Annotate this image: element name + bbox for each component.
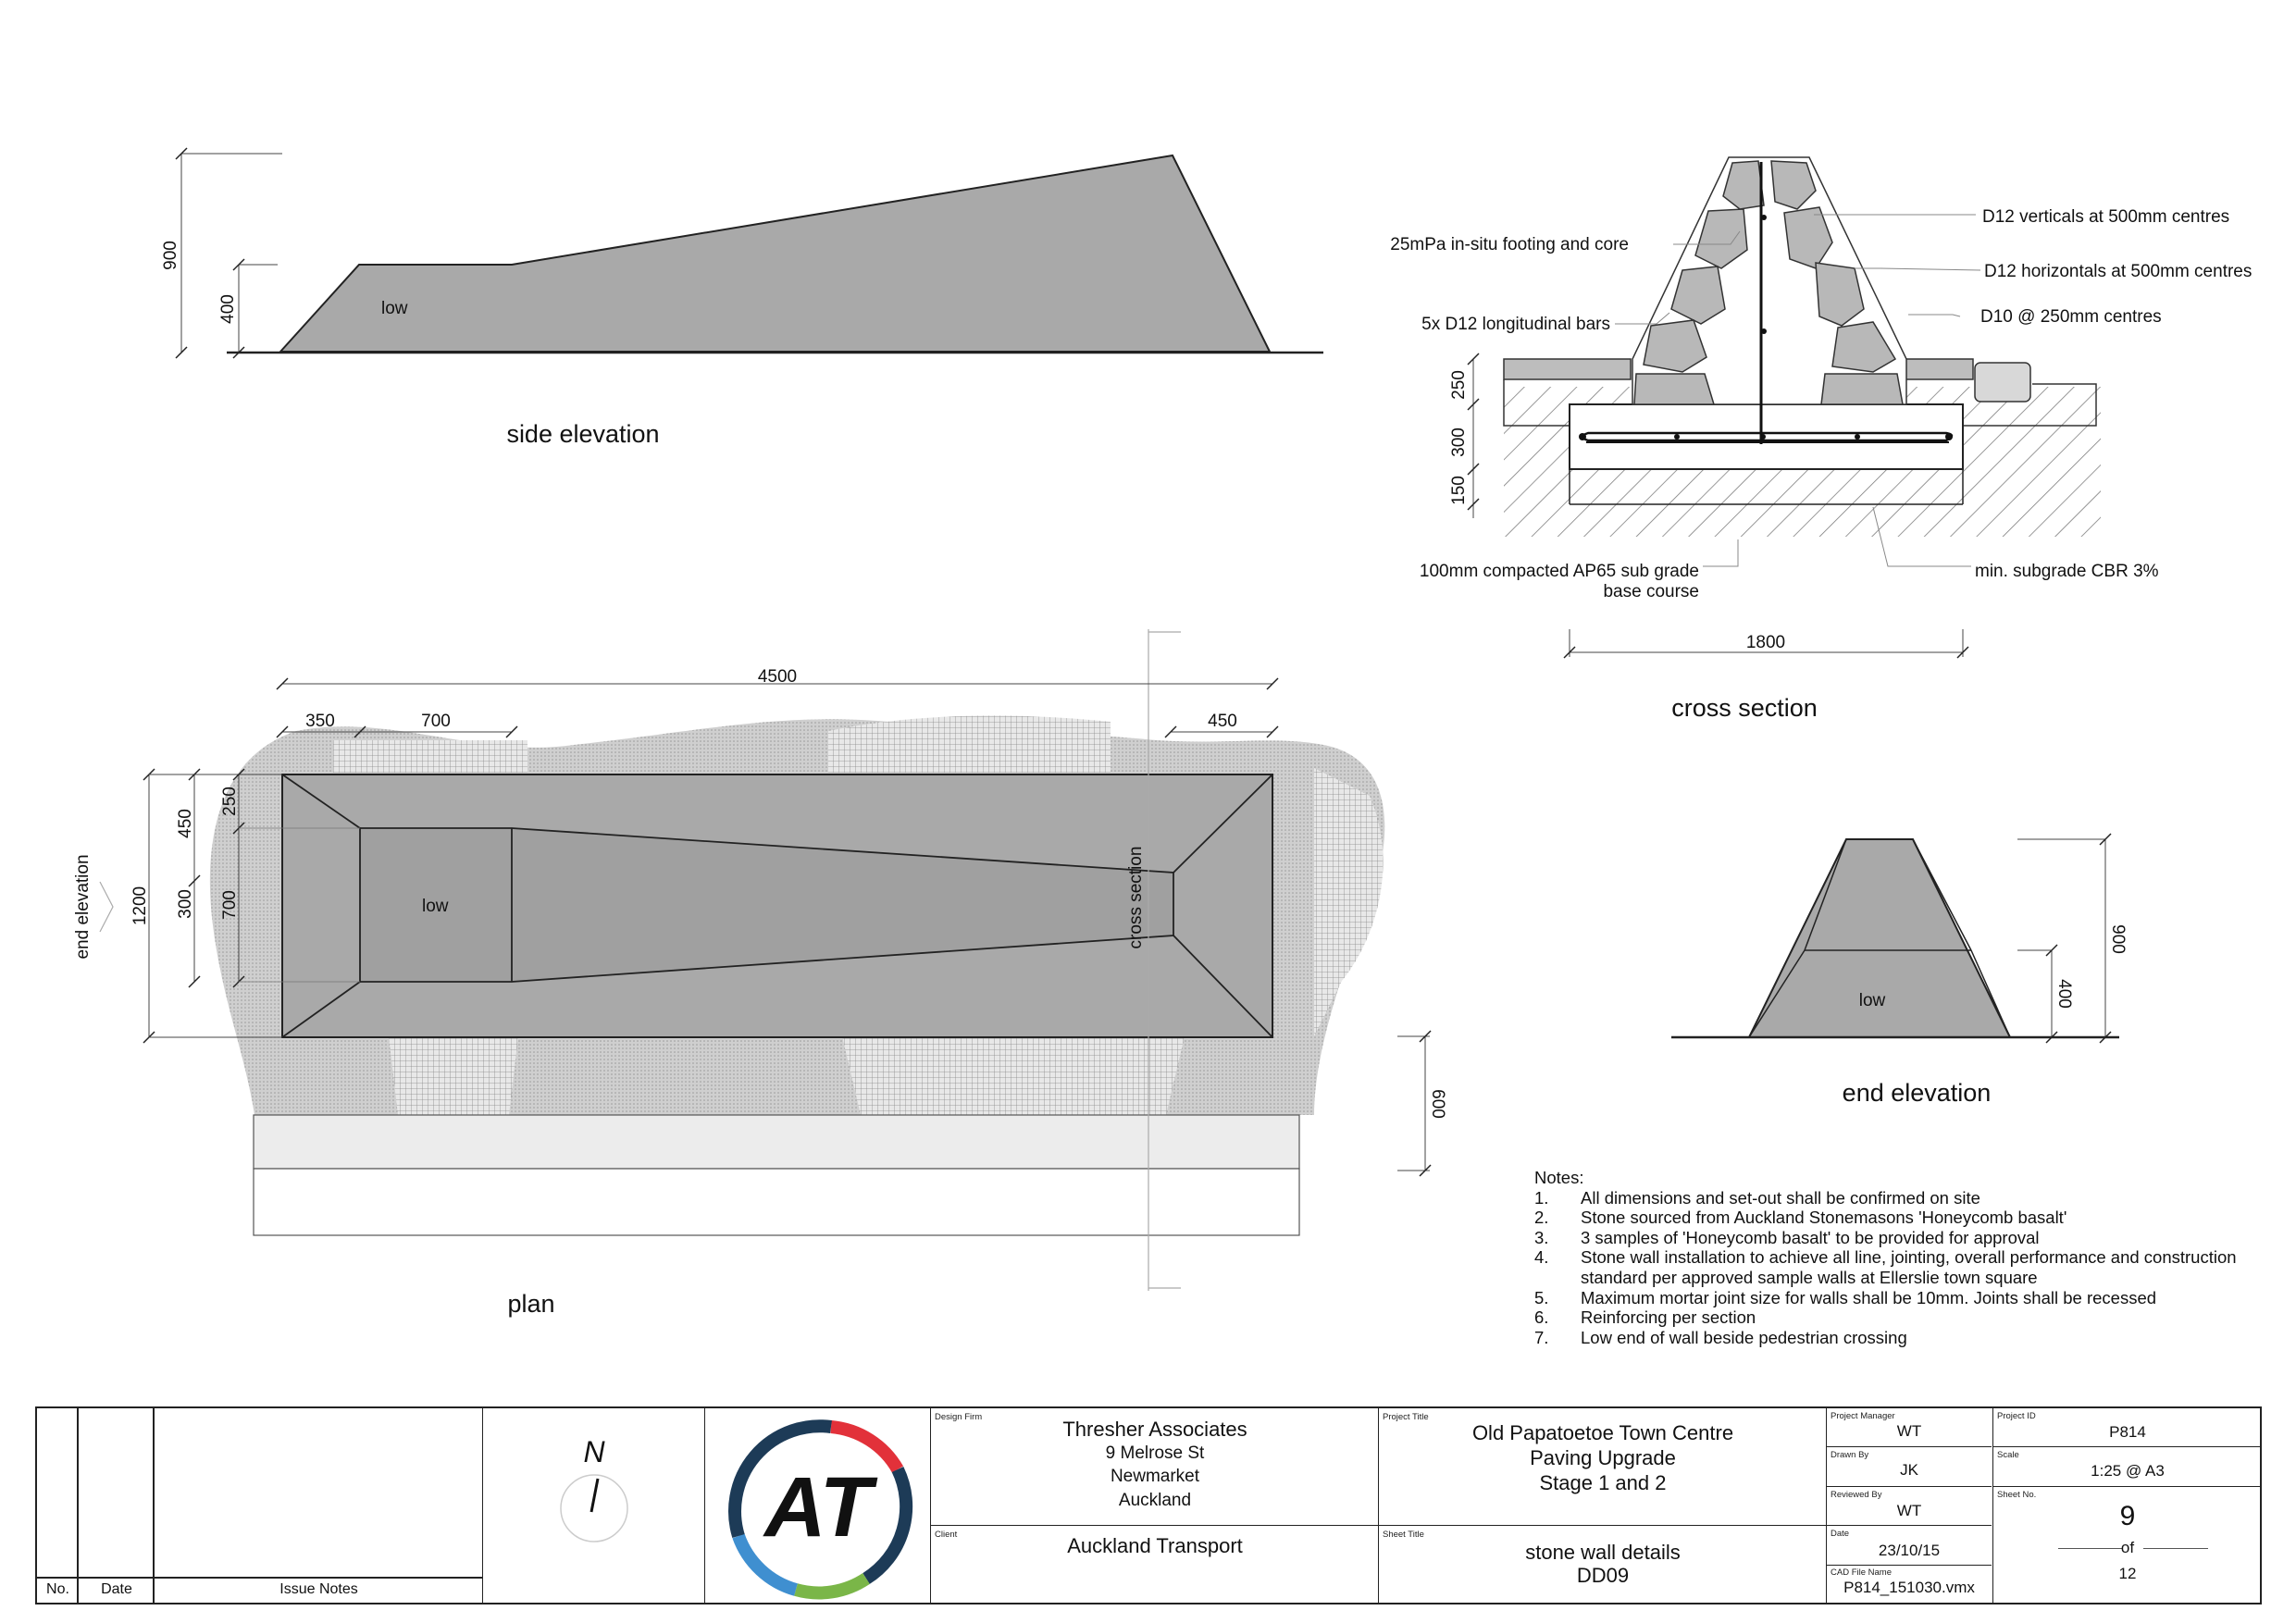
notes-block: Notes: 1.All dimensions and set-out shal… bbox=[1534, 1168, 2238, 1347]
sheet-title-line-1: stone wall details bbox=[1525, 1541, 1681, 1564]
north-arrow-icon bbox=[560, 1474, 628, 1542]
design-firm-name: Thresher Associates bbox=[1062, 1418, 1247, 1441]
callout-subgrade-1: 100mm compacted AP65 sub grade bbox=[1420, 562, 1699, 581]
plan-dim-450-top: 450 bbox=[1208, 712, 1237, 731]
plan-end-marker: end elevation bbox=[73, 854, 93, 959]
end-elevation-title: end elevation bbox=[1843, 1079, 1992, 1107]
end-elevation: low 900 400 end elevation bbox=[1671, 833, 2128, 1107]
plan-dim-1200: 1200 bbox=[130, 886, 150, 925]
cross-section-dim-150: 150 bbox=[1449, 476, 1469, 505]
side-elevation-wall bbox=[278, 154, 1272, 353]
note-item: 7.Low end of wall beside pedestrian cros… bbox=[1534, 1327, 1907, 1347]
plan-dim-700-top: 700 bbox=[421, 712, 451, 731]
project-title-line-2: Paving Upgrade bbox=[1530, 1446, 1676, 1469]
plan-dim-450-left: 450 bbox=[176, 809, 195, 838]
sheet-of-label: of bbox=[2120, 1539, 2135, 1556]
callout-verticals: D12 verticals at 500mm centres bbox=[1982, 207, 2229, 227]
project-title-line-1: Old Papatoetoe Town Centre bbox=[1471, 1421, 1734, 1444]
note-item: 5.Maximum mortar joint size for walls sh… bbox=[1534, 1287, 2157, 1307]
personnel-panel: Project Manager WT Drawn By JK Reviewed … bbox=[1827, 1408, 1993, 1604]
drawing-date: 23/10/15 bbox=[1878, 1542, 1941, 1559]
cad-file-name: P814_151030.vmx bbox=[1843, 1579, 1975, 1596]
project-manager: WT bbox=[1896, 1422, 1922, 1440]
drawn-by: JK bbox=[1900, 1461, 1918, 1479]
note-item: 6.Reinforcing per section bbox=[1534, 1307, 1756, 1328]
plan-section-marker: cross section bbox=[1126, 847, 1146, 949]
project-title-panel: Project Title Old Papatoetoe Town Centre… bbox=[1379, 1408, 1827, 1526]
callout-cbr: min. subgrade CBR 3% bbox=[1975, 562, 2159, 581]
note-item: 1.All dimensions and set-out shall be co… bbox=[1534, 1187, 1980, 1208]
client-logo: AT bbox=[705, 1408, 931, 1604]
rev-header-no: No. bbox=[46, 1581, 69, 1597]
project-id: P814 bbox=[2109, 1423, 2146, 1441]
reviewed-by: WT bbox=[1896, 1502, 1922, 1519]
cross-section-title: cross section bbox=[1671, 694, 1818, 722]
at-logo-icon: AT bbox=[728, 1419, 913, 1600]
end-elevation-dim-400: 400 bbox=[2054, 979, 2074, 1009]
callout-subgrade-2: base course bbox=[1603, 582, 1699, 601]
side-elevation-dim-900: 900 bbox=[161, 241, 180, 270]
callout-footing: 25mPa in-situ footing and core bbox=[1390, 235, 1629, 254]
logo-text: AT bbox=[763, 1460, 878, 1555]
plan-dim-300-left: 300 bbox=[176, 889, 195, 919]
notes-heading: Notes: bbox=[1534, 1168, 1584, 1187]
client-name: Auckland Transport bbox=[1067, 1534, 1243, 1557]
side-elevation-low-label: low bbox=[381, 299, 408, 318]
callout-long-bars: 5x D12 longitudinal bars bbox=[1421, 315, 1610, 334]
note-item: 4.Stone wall installation to achieve all… bbox=[1534, 1247, 2237, 1287]
rev-header-date: Date bbox=[101, 1581, 132, 1597]
north-label: N bbox=[583, 1435, 605, 1468]
sheet-title-line-2: DD09 bbox=[1576, 1564, 1630, 1587]
design-firm-suburb: Newmarket bbox=[1110, 1467, 1200, 1486]
plan-view: low cross section end elevation 4500 350… bbox=[73, 629, 1447, 1318]
end-elevation-dim-900: 900 bbox=[2108, 924, 2128, 954]
cross-section-dim-250: 250 bbox=[1449, 370, 1469, 400]
cross-section-dim-1800: 1800 bbox=[1746, 633, 1785, 652]
rev-header-issue-notes: Issue Notes bbox=[279, 1581, 358, 1597]
client-panel: Client Auckland Transport bbox=[931, 1526, 1379, 1604]
plan-dim-250-left: 250 bbox=[220, 787, 240, 816]
plan-dim-4500: 4500 bbox=[758, 667, 797, 687]
plan-dim-350: 350 bbox=[305, 712, 335, 731]
design-firm-street: 9 Melrose St bbox=[1105, 1443, 1205, 1463]
callout-d10: D10 @ 250mm centres bbox=[1980, 307, 2162, 327]
kerb bbox=[1974, 362, 2031, 403]
cross-section-dim-300: 300 bbox=[1449, 427, 1469, 457]
callout-horizontals: D12 horizontals at 500mm centres bbox=[1984, 262, 2252, 281]
plan-dim-700-left: 700 bbox=[220, 890, 240, 920]
side-elevation-dim-400: 400 bbox=[218, 294, 238, 324]
sheet-id-panel: Project ID P814 Scale 1:25 @ A3 Sheet No… bbox=[1993, 1408, 2262, 1604]
design-firm-city: Auckland bbox=[1118, 1491, 1192, 1510]
note-item: 3.3 samples of 'Honeycomb basalt' to be … bbox=[1534, 1227, 2040, 1247]
sheet-total: 12 bbox=[2118, 1565, 2137, 1582]
plan-low-label: low bbox=[422, 897, 449, 916]
title-block: No. Date Issue Notes N AT Design Firm Th… bbox=[35, 1406, 2262, 1604]
sheet-number: 9 bbox=[2119, 1501, 2136, 1531]
scale: 1:25 @ A3 bbox=[2091, 1462, 2165, 1480]
side-elevation-title: side elevation bbox=[506, 420, 659, 448]
sheet-title-panel: Sheet Title stone wall details DD09 bbox=[1379, 1526, 1827, 1604]
project-title-line-3: Stage 1 and 2 bbox=[1539, 1471, 1667, 1494]
cross-section: 25mPa in-situ footing and core 5x D12 lo… bbox=[1390, 156, 2252, 722]
end-elevation-low-label: low bbox=[1859, 991, 1886, 1010]
concrete-footing bbox=[1569, 403, 1964, 470]
basalt-stones bbox=[1633, 160, 1904, 405]
design-firm-panel: Design Firm Thresher Associates 9 Melros… bbox=[931, 1408, 1379, 1526]
note-item: 2.Stone sourced from Auckland Stonemason… bbox=[1534, 1208, 2067, 1228]
side-elevation: low 900 400 side elevation bbox=[161, 147, 1323, 448]
plan-title: plan bbox=[507, 1290, 554, 1318]
north-arrow-panel bbox=[483, 1408, 705, 1604]
plan-dim-600: 600 bbox=[1428, 1089, 1447, 1119]
